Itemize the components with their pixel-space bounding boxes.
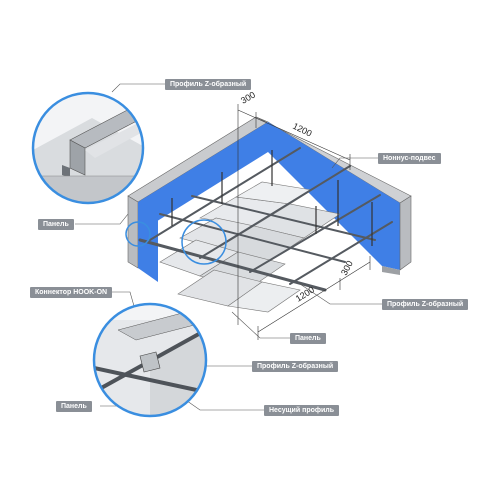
detail-callout-bottom	[92, 302, 208, 418]
detail-marker-left	[125, 221, 151, 247]
label-carrier: Несущий профиль	[264, 405, 340, 416]
label-panel-center: Панель	[290, 333, 326, 344]
label-connector: Коннектор HOOK-ON	[30, 287, 113, 298]
detail-callout-top	[31, 91, 145, 205]
right-wall-front	[399, 195, 412, 271]
cross-rail	[249, 194, 381, 273]
label-right-zprofile: Профиль Z-образный	[382, 299, 469, 310]
side-wall-face	[268, 122, 400, 270]
rails	[138, 147, 393, 292]
label-panel-left: Панель	[38, 219, 74, 230]
cross-rail	[289, 221, 393, 285]
cross-rail	[149, 147, 301, 241]
panel	[227, 281, 301, 313]
left-wall-front	[127, 195, 139, 269]
label-bottom-zprofile: Профиль Z-образный	[252, 361, 339, 372]
dimension-lines	[237, 104, 371, 340]
back-wall-face	[138, 122, 268, 233]
detail-marker-center	[181, 219, 227, 265]
dim-top-long: 1200	[291, 121, 313, 139]
cross-rail	[199, 165, 351, 259]
label-top-zprofile: Профиль Z-образный	[165, 79, 252, 90]
hangers	[171, 150, 373, 246]
right-wall-bottom	[382, 266, 400, 275]
carrier-rail	[159, 213, 346, 263]
label-hanger: Ноннус-подвес	[378, 153, 441, 164]
dim-top-short: 300	[239, 90, 257, 106]
label-panel-bottom: Панель	[56, 401, 92, 412]
wall-structure	[127, 116, 412, 282]
